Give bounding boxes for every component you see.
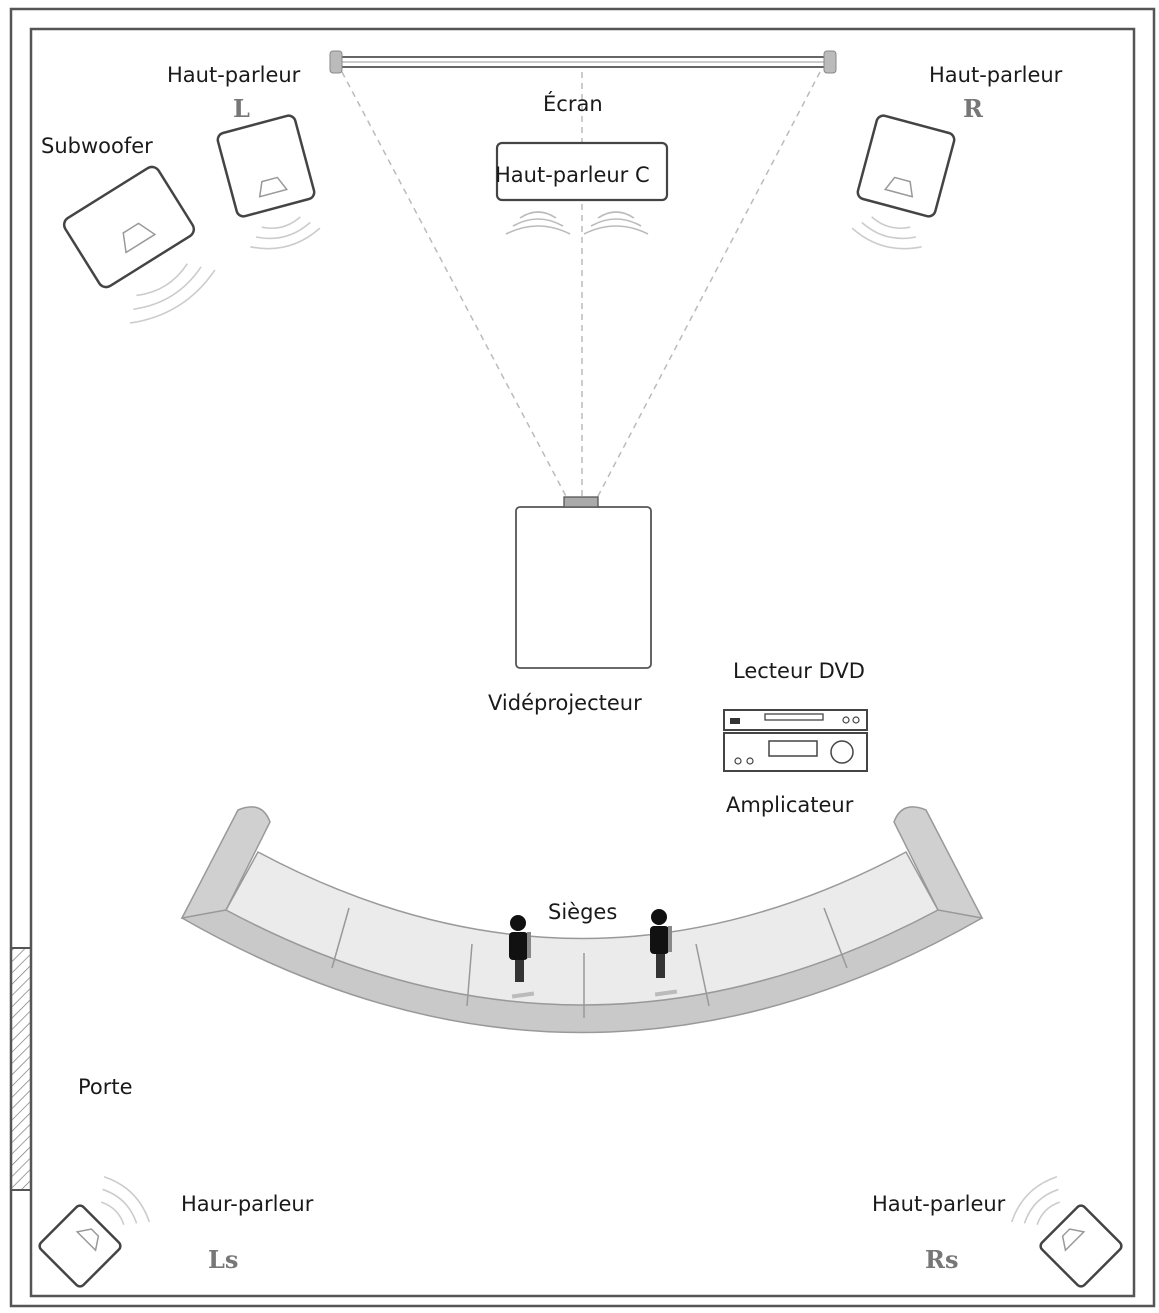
label-channel-rs: Rs bbox=[925, 1245, 958, 1274]
room-walls bbox=[9, 7, 1156, 1308]
speaker-r bbox=[851, 114, 956, 250]
amplifier bbox=[723, 732, 868, 772]
projection-screen bbox=[329, 50, 837, 74]
center-speaker bbox=[495, 141, 669, 235]
speaker-rs bbox=[1010, 1175, 1123, 1288]
label-seats: Sièges bbox=[548, 900, 617, 924]
label-amplifier: Amplicateur bbox=[726, 793, 854, 817]
subwoofer-speaker bbox=[62, 165, 216, 324]
speaker-l bbox=[216, 114, 321, 250]
dvd-player bbox=[723, 709, 868, 731]
label-channel-ls: Ls bbox=[208, 1245, 238, 1274]
person-icon bbox=[509, 915, 531, 982]
person-icon bbox=[650, 909, 672, 978]
label-speaker-ls: Haur-parleur bbox=[181, 1192, 314, 1216]
label-speaker-l: Haut-parleur bbox=[167, 63, 301, 87]
label-speaker-c: Haut-parleur C bbox=[495, 163, 650, 187]
label-channel-r: R bbox=[963, 94, 984, 123]
label-speaker-r: Haut-parleur bbox=[929, 63, 1063, 87]
label-subwoofer: Subwoofer bbox=[41, 134, 153, 158]
label-dvd-player: Lecteur DVD bbox=[733, 659, 865, 683]
projection-lines bbox=[341, 71, 821, 501]
door-hatch bbox=[10, 947, 32, 1191]
label-channel-l: L bbox=[233, 94, 250, 123]
label-projector: Vidéprojecteur bbox=[488, 691, 642, 715]
label-screen: Écran bbox=[543, 91, 603, 116]
label-speaker-rs: Haut-parleur bbox=[872, 1192, 1006, 1216]
curved-sofa bbox=[180, 806, 984, 1034]
video-projector bbox=[515, 496, 652, 669]
speaker-ls bbox=[38, 1175, 151, 1288]
label-door: Porte bbox=[78, 1075, 133, 1099]
